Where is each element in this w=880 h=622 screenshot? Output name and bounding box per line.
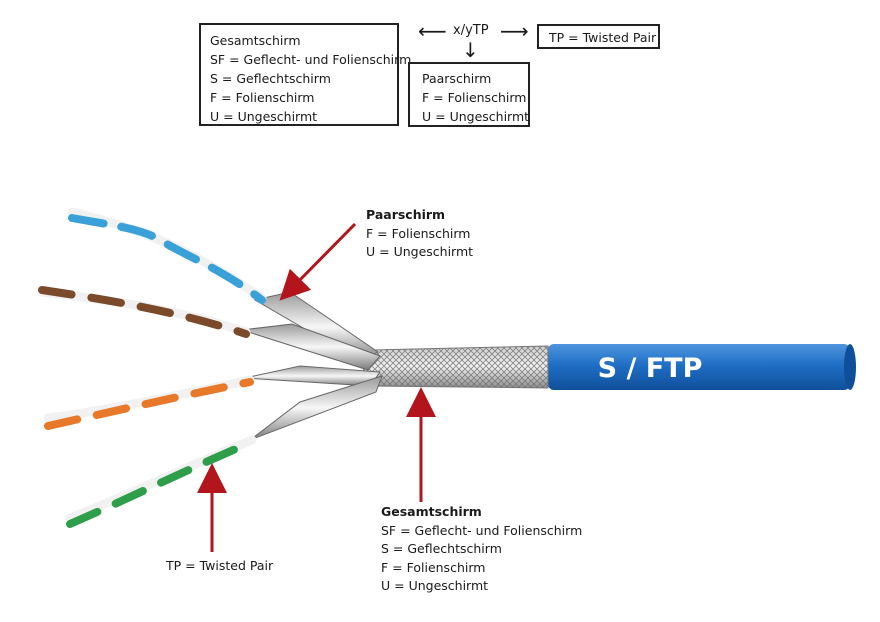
jacket-label: S / FTP (598, 353, 703, 384)
wire-pair-brown (37, 286, 251, 338)
legend-line: F = Folienschirm (210, 90, 315, 105)
pair-shield-annotation: Paarschirm F = Folienschirm U = Ungeschi… (366, 206, 473, 262)
annotation-line: SF = Geflecht- und Folienschirm (381, 522, 583, 538)
annotation-title: Paarschirm (366, 207, 446, 222)
legend-title: Paarschirm (422, 71, 492, 86)
twisted-pair-annotation: TP = Twisted Pair (166, 558, 274, 573)
legend-line: U = Ungeschirmt (422, 109, 530, 124)
braid-shield (363, 345, 549, 389)
arrow-left-icon: ⟵ (418, 19, 447, 43)
annotation-title: Gesamtschirm (381, 504, 482, 519)
arrow-right-icon: ⟶ (500, 19, 529, 43)
wire-pair-blue (67, 207, 267, 304)
twisted-pair-legend-box: TP = Twisted Pair (537, 24, 660, 49)
cable-jacket (548, 344, 856, 390)
arrow-down-icon: ↓ (462, 38, 479, 62)
wire-pair-green (65, 435, 257, 528)
pair-shield-arrow (279, 222, 357, 301)
annotation-line: F = Folienschirm (366, 225, 471, 241)
annotation-line: F = Folienschirm (381, 559, 486, 575)
legend-line: S = Geflechtschirm (210, 71, 331, 86)
pair-shield-legend-box: Paarschirm F = Folienschirm U = Ungeschi… (408, 62, 530, 127)
overall-shield-annotation: Gesamtschirm SF = Geflecht- und Foliensc… (381, 503, 582, 596)
annotation-line: U = Ungeschirmt (381, 578, 489, 593)
legend-line: TP = Twisted Pair (549, 30, 657, 45)
annotation-line: S = Geflechtschirm (381, 541, 502, 556)
overall-shield-legend-box: Gesamtschirm SF = Geflecht- und Foliensc… (199, 23, 412, 126)
pair-foil-shields (241, 291, 383, 441)
legend-line: U = Ungeschirmt (210, 109, 318, 124)
legend-line: F = Folienschirm (422, 90, 527, 105)
legend-title: Gesamtschirm (210, 33, 301, 48)
wire-pair-orange (43, 375, 255, 430)
annotation-line: U = Ungeschirmt (366, 244, 474, 259)
naming-formula: x/yTP (453, 23, 489, 38)
legend-line: SF = Geflecht- und Folienschirm (210, 52, 412, 67)
